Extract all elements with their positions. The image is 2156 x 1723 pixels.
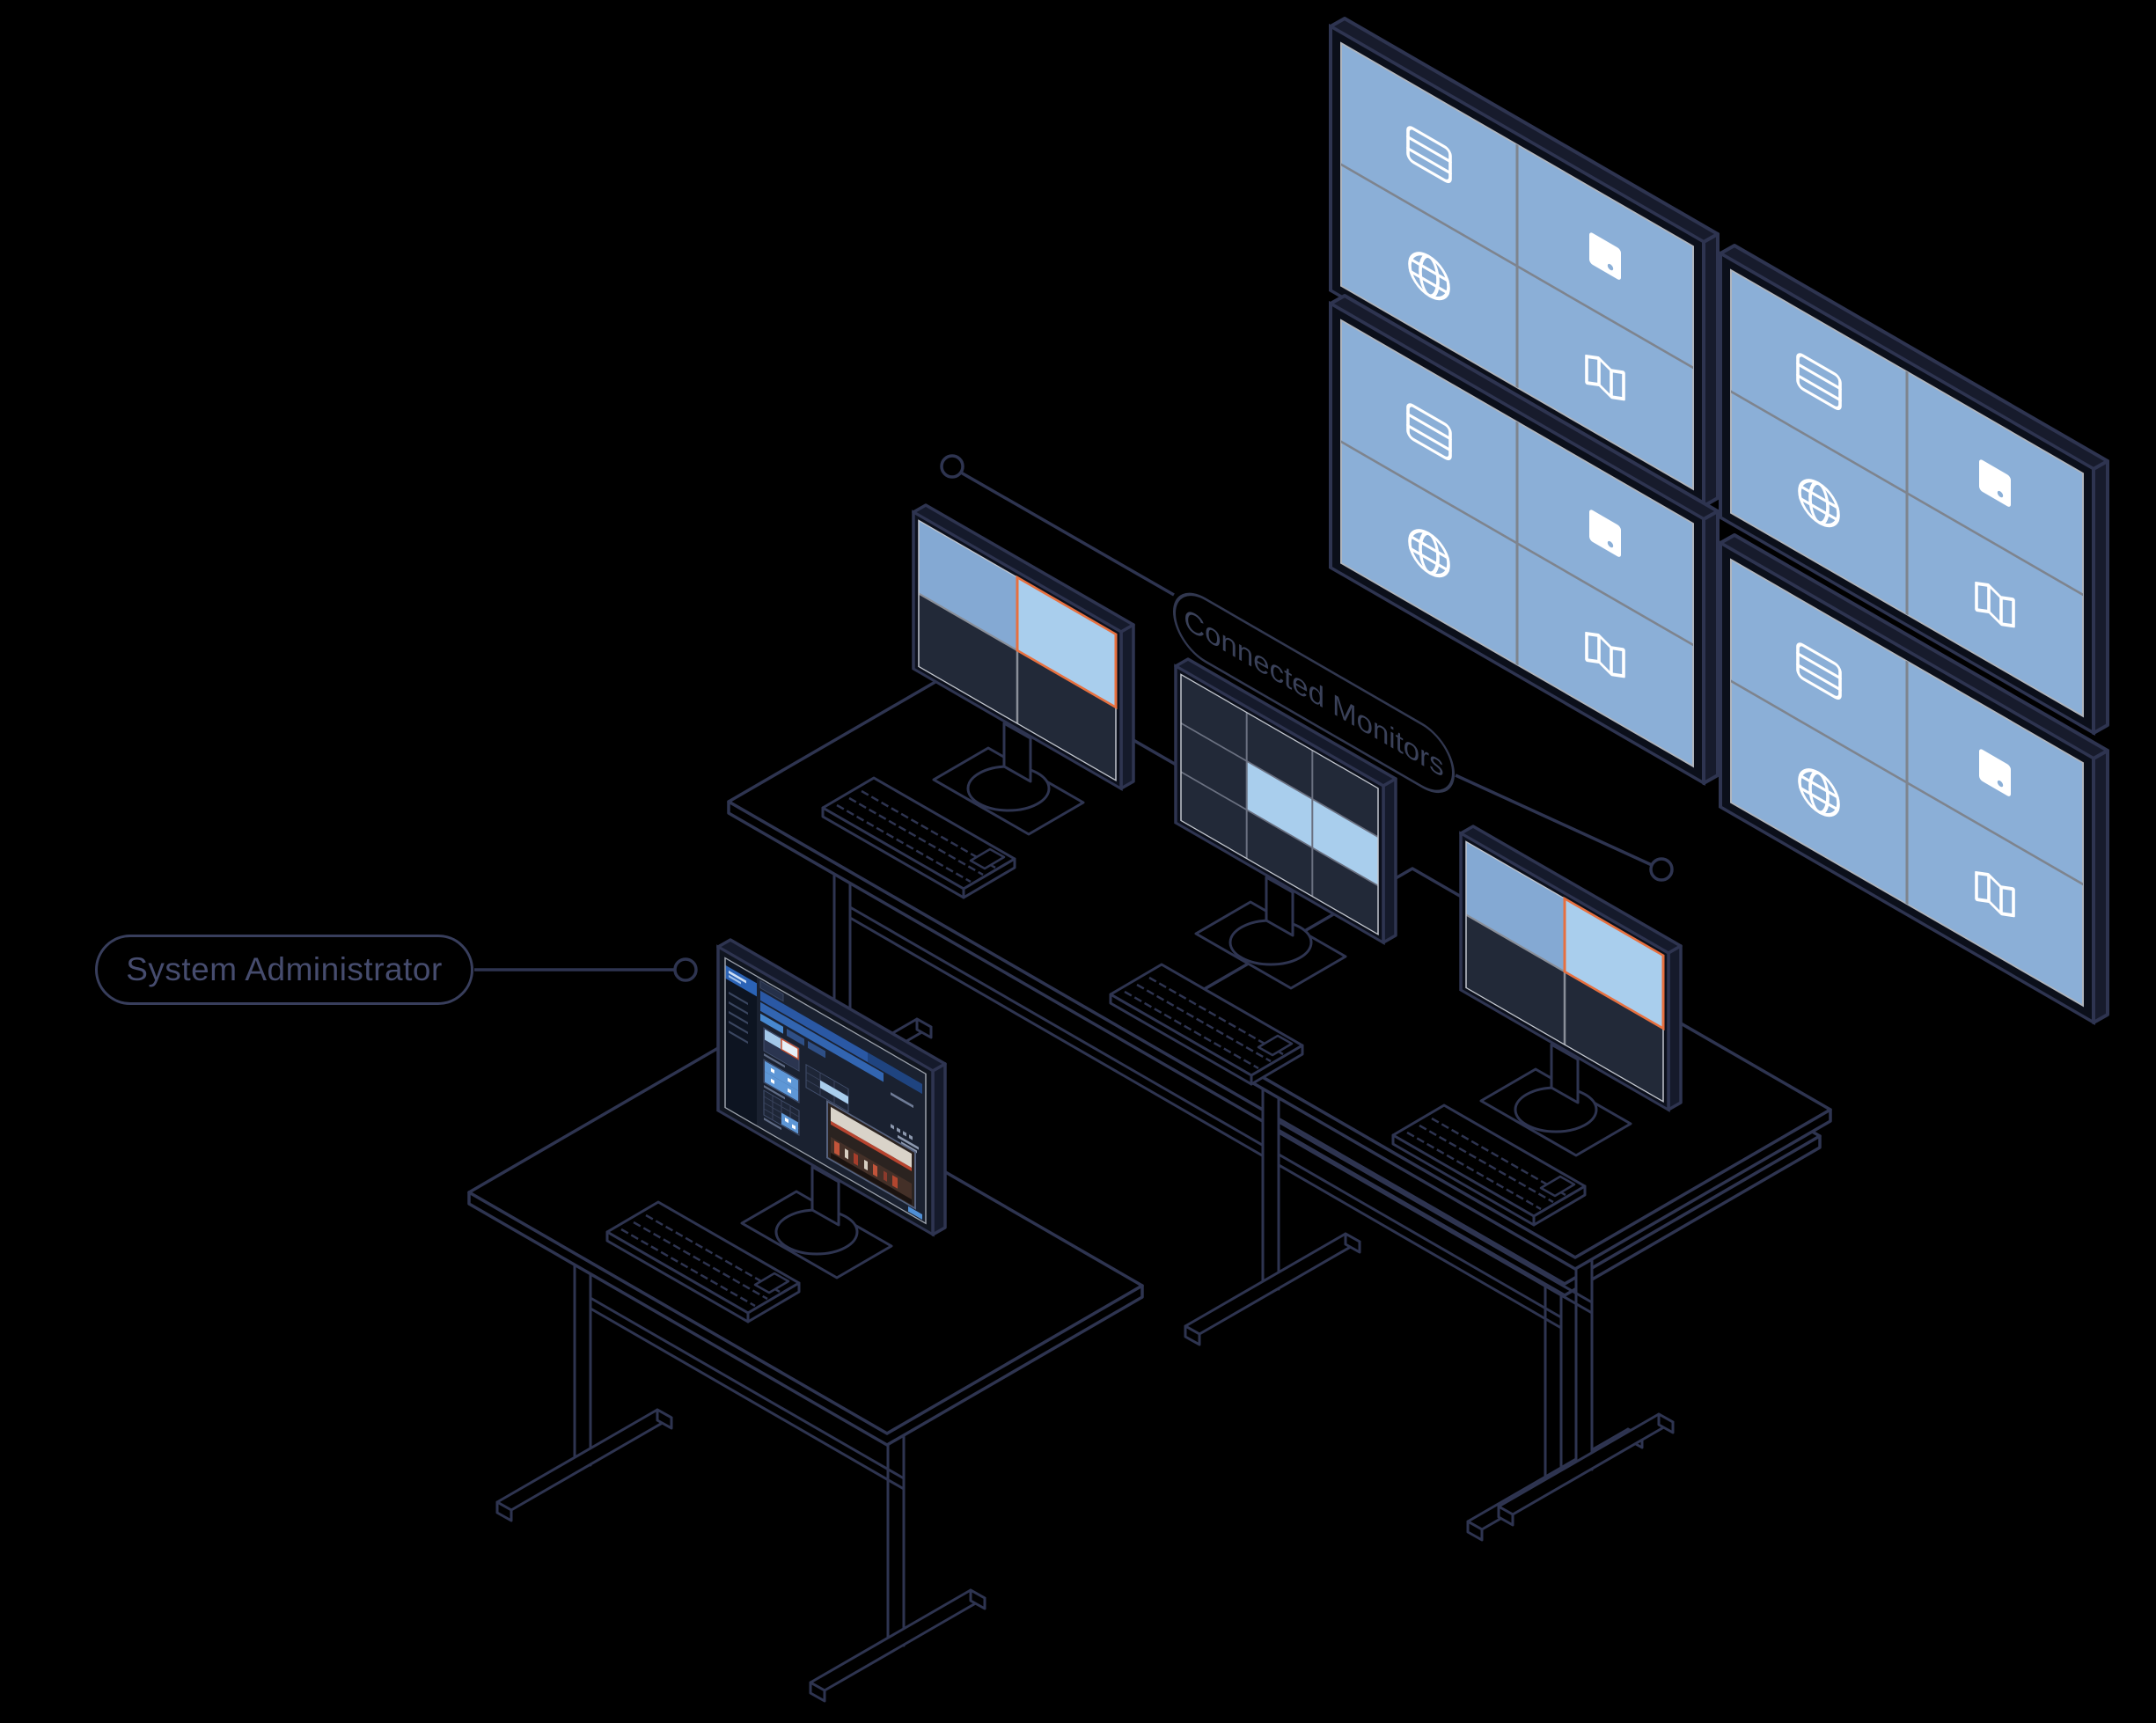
system-administrator-label: System Administrator (95, 935, 473, 1005)
system-administrator-label-text: System Administrator (126, 951, 443, 987)
connector-dot (940, 454, 964, 479)
connector-dot (673, 957, 698, 982)
connector-dot (1649, 857, 1674, 882)
video-wall (1331, 18, 2108, 1023)
connector-line (960, 471, 1175, 597)
connector-line (1455, 774, 1653, 867)
connectors (474, 454, 1674, 982)
